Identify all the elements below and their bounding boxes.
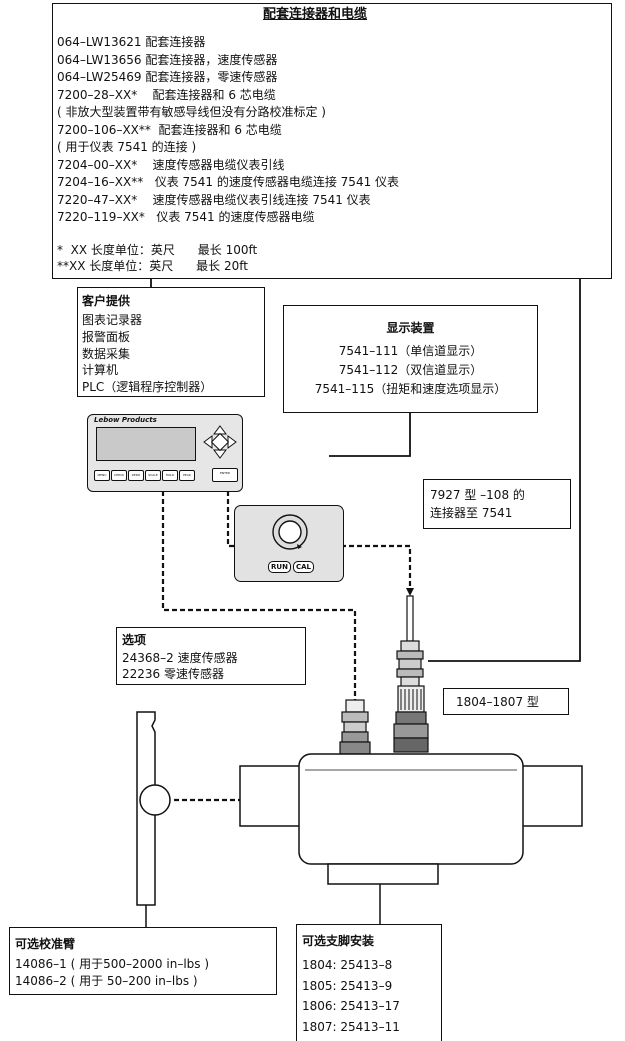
cable-display-to-instrument <box>329 412 411 457</box>
connector-line: ( 用于仪表 7541 的连接 ) <box>57 140 197 154</box>
arm-box-title: 可选校准臂 <box>15 937 76 951</box>
instrument-button[interactable]: ZERO <box>128 470 144 481</box>
instrument-button[interactable]: MENU <box>94 470 110 481</box>
cable-plug <box>396 595 424 688</box>
display-box-title: 显示装置 <box>386 321 435 335</box>
arrow-pad-icon <box>203 425 237 459</box>
foot-mount-box: 可选支脚安装 1804: 25413–8 1805: 25413–9 1806: 2… <box>296 924 442 1041</box>
option-item: 24368–2 速度传感器 <box>122 651 238 665</box>
connector-note-line: 连接器至 7541 <box>430 506 513 520</box>
foot-item: 1805: 25413–9 <box>302 978 393 993</box>
length-note: * XX 长度单位：英尺 最长 100ft <box>57 243 258 257</box>
main-connector <box>393 685 429 753</box>
options-box-title: 选项 <box>122 633 147 647</box>
model-label: 1804–1807 型 <box>456 695 539 709</box>
display-item: 7541–112（双信道显示） <box>338 363 483 377</box>
customer-item: 计算机 <box>82 363 119 378</box>
arm-list: 14086–1 ( 用于500–2000 in–lbs ) 14086–2 ( 用… <box>15 956 209 990</box>
foot-item: 1804: 25413–8 <box>302 958 393 972</box>
instrument-button[interactable]: ENTER <box>212 468 238 482</box>
customer-supplied-box: 客户提供 图表记录器报警面板数据采集计算机 PLC（逻辑程序控制器） <box>77 287 265 397</box>
foot-item: 1806: 25413–17 <box>302 999 400 1013</box>
arm-item: 14086–1 ( 用于500–2000 in–lbs ) <box>15 957 210 971</box>
display-list: 7541–111（单信道显示） 7541–112（双信道显示） 7541–115（扭… <box>284 342 537 399</box>
calibrator-unit: RUN CAL <box>234 505 344 582</box>
arm-item: 14086–2 ( 用于 50–200 in–lbs ) <box>15 974 198 988</box>
connector-line: 064–LW25469 配套连接器，零速传感器 <box>57 70 278 84</box>
connectors-list: 064–LW13621 配套连接器 064–LW13656 配套连接器，速度传感器… <box>57 34 399 227</box>
customer-list: 图表记录器报警面板数据采集计算机 PLC（逻辑程序控制器） <box>82 312 212 396</box>
connectors-cables-box: 配套连接器和电缆 064–LW13621 配套连接器 064–LW13656 配套… <box>52 3 612 279</box>
connector-note-box: 7927 型 –108 的连接器至 7541 <box>423 479 571 529</box>
calibration-arm <box>136 711 171 906</box>
options-list: 24368–2 速度传感器 22236 零速传感器 <box>122 650 238 682</box>
customer-item: 报警面板 <box>82 329 131 344</box>
dashed-instrument-to-speed-sensor <box>161 491 357 700</box>
cal-label: CAL <box>293 561 315 573</box>
connector-line: 7220–47–XX* 速度传感器电缆仪表引线连接 7541 仪表 <box>57 192 371 207</box>
options-box: 选项 24368–2 速度传感器 22236 零速传感器 <box>116 627 306 685</box>
connector-line: 7200–106–XX** 配套连接器和 6 芯电缆 <box>57 122 282 137</box>
connector-line: 064–LW13621 配套连接器 <box>57 35 206 49</box>
connector-line: 7200–28–XX* 配套连接器和 6 芯电缆 <box>57 87 276 102</box>
instrument-brand: Lebow Products <box>94 416 157 424</box>
display-item: 7541–115（扭矩和速度选项显示） <box>314 382 507 396</box>
instrument-button[interactable]: SCALE <box>145 470 161 481</box>
instrument-button[interactable]: PEAK <box>179 470 195 481</box>
connector-note-text: 7927 型 –108 的连接器至 7541 <box>430 486 525 522</box>
arrow-head-icon <box>406 588 414 596</box>
speed-sensor-connector <box>339 699 371 755</box>
connectors-box-title: 配套连接器和电缆 <box>263 7 368 22</box>
calibration-arm-box: 可选校准臂 14086–1 ( 用于500–2000 in–lbs )14086… <box>9 927 277 995</box>
foot-item: 1807: 25413–11 <box>302 1019 400 1034</box>
customer-item: PLC（逻辑程序控制器） <box>82 380 213 395</box>
connector-line: ( 非放大型装置带有敏感导线但没有分路校准标定 ) <box>57 105 326 119</box>
connector-line: 7204–00–XX* 速度传感器电缆仪表引线 <box>57 157 285 172</box>
customer-box-title: 客户提供 <box>82 294 131 308</box>
torque-sensor-body <box>239 753 583 885</box>
foot-box-title: 可选支脚安装 <box>302 934 375 948</box>
cable-connectors-to-sensor <box>428 278 581 662</box>
model-label-box: 1804–1807 型 <box>443 688 569 715</box>
foot-list: 1804: 25413–8 1805: 25413–9 1806: 25413–17… <box>302 955 400 1037</box>
length-notes: * XX 长度单位：英尺 最长 100ft **XX 长度单位：英尺 最长 20f… <box>57 242 257 274</box>
display-item: 7541–111（单信道显示） <box>338 344 483 358</box>
instrument-button[interactable]: CHECK <box>111 470 127 481</box>
instrument-button[interactable]: HOLD <box>162 470 178 481</box>
customer-item: 数据采集 <box>82 346 131 361</box>
connector-line: 7220–119–XX* 仪表 7541 的速度传感器电缆 <box>57 210 315 224</box>
display-unit-box: 显示装置 7541–111（单信道显示）7541–112（双信道显示）7541–… <box>283 305 538 413</box>
option-item: 22236 零速传感器 <box>122 667 224 681</box>
connector-note-line: 7927 型 –108 的 <box>430 488 525 502</box>
connector-line: 7204–16–XX** 仪表 7541 的速度传感器电缆连接 7541 仪表 <box>57 175 400 189</box>
customer-item: 图表记录器 <box>82 313 143 327</box>
run-label: RUN <box>268 561 291 573</box>
connector-line: 064–LW13656 配套连接器，速度传感器 <box>57 52 278 67</box>
calibrator-dial-icon <box>272 514 308 550</box>
instrument-screen <box>96 427 196 461</box>
length-note: **XX 长度单位：英尺 最长 20ft <box>57 259 248 273</box>
